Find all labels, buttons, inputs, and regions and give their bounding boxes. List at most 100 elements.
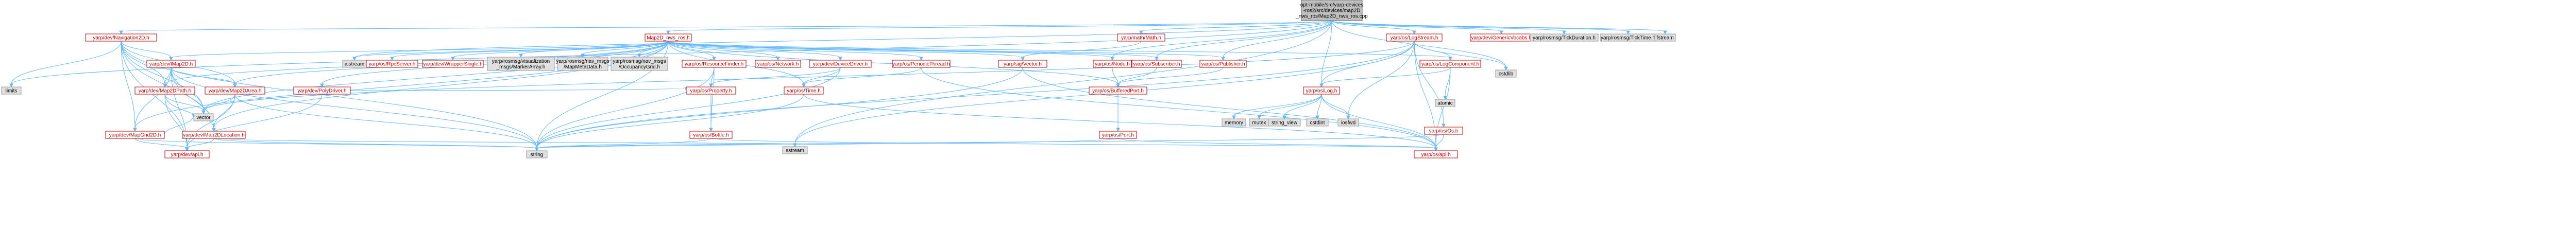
- node-limits: limits: [1, 86, 22, 95]
- node-port[interactable]: yarp/os/Port.h: [1099, 131, 1137, 139]
- node-map2dloc[interactable]: yarp/dev/Map2DLocation.h: [182, 131, 246, 139]
- node-publisher[interactable]: yarp/os/Publisher.h: [1199, 60, 1247, 68]
- node-label: limits: [6, 89, 18, 94]
- node-ostime[interactable]: yarp/os/Time.h: [784, 86, 824, 95]
- node-layer: opt-mobile/src/yarp-devices-ros2/src/dev…: [1, 0, 1676, 158]
- node-fstream: fstream: [1654, 33, 1676, 42]
- node-label: yarp/dev/IMap2D.h: [149, 62, 193, 67]
- node-label: yarp/os/Log.h: [1306, 89, 1337, 94]
- node-label: yarp/dev/api.h: [171, 152, 204, 158]
- node-label: mutex: [1252, 120, 1266, 126]
- edge-ostime-to-string: [535, 94, 804, 152]
- node-map2darea[interactable]: yarp/dev/Map2DArea.h: [205, 86, 265, 95]
- edge-devdriver-to-string: [535, 67, 841, 152]
- node-mapgrid[interactable]: yarp/dev/MapGrid2D.h: [105, 131, 165, 139]
- node-iostream: iostream: [342, 60, 367, 68]
- node-cstdlib: cstdlib: [1495, 69, 1517, 78]
- node-label: memory: [1225, 120, 1243, 126]
- edge-root-to-genvocabs: [1331, 20, 1503, 35]
- edge-map2dnwsros-to-publisher: [668, 41, 1225, 61]
- node-label: yarp/dev/Map2DArea.h: [209, 89, 262, 94]
- node-logcomponent[interactable]: yarp/os/LogComponent.h: [1419, 60, 1481, 68]
- edge-root-to-logstream: [1331, 20, 1416, 35]
- node-label: yarp/os/LogComponent.h: [1421, 62, 1479, 67]
- edge-imap2d-to-map2darea: [171, 67, 237, 88]
- node-stringview: string_view: [1268, 118, 1301, 127]
- node-imap2d[interactable]: yarp/dev/IMap2D.h: [146, 60, 196, 68]
- node-label: yarp/dev/GenericVocabs.h: [1471, 36, 1531, 41]
- node-map2dnwsros[interactable]: Map2D_nws_ros.h: [645, 33, 692, 42]
- edge-polydriver-to-devapi: [185, 94, 323, 152]
- edge-nav2d-to-limits: [9, 41, 122, 88]
- node-label: yarp/os/Bottle.h: [693, 133, 728, 138]
- node-bufferedport[interactable]: yarp/os/BufferedPort.h: [1089, 86, 1147, 95]
- node-periodicthread[interactable]: yarp/os/PeriodicThread.h: [892, 60, 951, 68]
- node-label: fstream: [1656, 36, 1673, 41]
- edge-oslog-to-memory: [1232, 94, 1322, 120]
- node-label: yarp/os/RpcServer.h: [369, 62, 416, 67]
- edge-map2dnwsros-to-vizmarker: [519, 41, 669, 58]
- node-devapi[interactable]: yarp/dev/api.h: [164, 150, 210, 158]
- node-label: yarp/rosmsg/TickDuration.h: [1533, 36, 1596, 41]
- node-property[interactable]: yarp/os/Property.h: [686, 86, 736, 95]
- edge-osos-to-string: [535, 134, 1444, 152]
- node-polydriver[interactable]: yarp/dev/PolyDriver.h: [293, 86, 351, 95]
- edge-root-to-oslog: [1319, 20, 1332, 88]
- edge-logstream-to-cstdlib: [1414, 41, 1508, 71]
- node-osos[interactable]: yarp/os/Os.h: [1424, 127, 1463, 135]
- edge-subscriber-to-bufferedport: [1116, 67, 1157, 88]
- node-rpcserver[interactable]: yarp/os/RpcServer.h: [366, 60, 418, 68]
- edge-map2dnwsros-to-imap2d: [169, 41, 669, 61]
- node-rosmsgvector[interactable]: yarp/math/Math.h: [1117, 33, 1165, 42]
- node-resfinder[interactable]: yarp/os/ResourceFinder.h: [682, 60, 747, 68]
- node-iosfwd: iosfwd: [1337, 118, 1359, 127]
- edge-map2dnwsros-to-rpcserver: [390, 41, 669, 61]
- node-label: yarp/dev/MapGrid2D.h: [109, 133, 161, 138]
- edge-root-to-rosmsgvector: [1139, 20, 1332, 35]
- edge-root-to-fstream: [1331, 20, 1667, 35]
- node-vector: vector: [193, 113, 214, 121]
- edge-map2dnwsros-to-network: [668, 41, 780, 61]
- edge-port-to-string: [535, 138, 1118, 152]
- edge-logcomponent-to-oslog: [1319, 67, 1451, 88]
- edge-root-to-ticktime_dur: [1331, 20, 1566, 35]
- node-nav2d[interactable]: yarp/dev/Navigation2D.h: [85, 33, 157, 42]
- node-label: yarp/os/ResourceFinder.h: [685, 62, 744, 67]
- node-subscriber[interactable]: yarp/os/Subscriber.h: [1131, 60, 1182, 68]
- edge-logstream-to-osos: [1414, 41, 1446, 128]
- node-label: _nws_ros/Map2D_nws_ros.cpp: [1295, 14, 1368, 20]
- node-wrappersingle[interactable]: yarp/dev/WrapperSingle.h: [422, 60, 484, 68]
- node-label: cstdlib: [1499, 72, 1514, 77]
- node-label: Map2D_nws_ros.h: [647, 36, 689, 41]
- edge-map2dnwsros-to-osnode: [668, 41, 1114, 61]
- node-occgrid: yarp/rosmsg/nav_msgs/OccupancyGrid.h: [611, 57, 668, 71]
- node-sigvector[interactable]: yarp/sig/Vector.h: [998, 60, 1047, 68]
- node-memory: memory: [1222, 118, 1246, 127]
- node-network[interactable]: yarp/os/Network.h: [755, 60, 801, 68]
- edge-rosmsgvector-to-sigvector: [1021, 41, 1142, 61]
- node-osapi[interactable]: yarp/os/api.h: [1414, 150, 1458, 158]
- node-label: _msgs/MarkerArray.h: [496, 64, 546, 70]
- node-root[interactable]: opt-mobile/src/yarp-devices-ros2/src/dev…: [1295, 0, 1368, 21]
- node-bottle[interactable]: yarp/os/Bottle.h: [689, 131, 733, 139]
- node-devdriver[interactable]: yarp/dev/DeviceDriver.h: [809, 60, 872, 68]
- node-label: yarp/dev/WrapperSingle.h: [423, 62, 482, 67]
- edge-bufferedport-to-port: [1116, 94, 1120, 132]
- node-label: /OccupancyGrid.h: [619, 64, 660, 70]
- node-genvocabs[interactable]: yarp/dev/GenericVocabs.h: [1470, 33, 1533, 42]
- node-label: yarp/os/LogStream.h: [1391, 36, 1438, 41]
- node-label: /MapMetaData.h: [564, 64, 602, 70]
- node-oslog[interactable]: yarp/os/Log.h: [1303, 86, 1340, 95]
- node-logstream[interactable]: yarp/os/LogStream.h: [1386, 33, 1443, 42]
- node-label: yarp/os/Time.h: [787, 89, 821, 94]
- node-label: iosfwd: [1341, 120, 1355, 126]
- edge-map2dloc-to-devapi: [185, 138, 214, 152]
- node-osnode[interactable]: yarp/os/Node.h: [1093, 60, 1132, 68]
- node-label: yarp/rosmsg/TickTime.h: [1601, 36, 1655, 41]
- edge-root-to-nav2d: [119, 20, 1332, 35]
- edge-mapgrid-to-string: [134, 138, 539, 152]
- node-label: yarp/dev/Map2DPath.h: [139, 89, 191, 94]
- node-mutex: mutex: [1249, 118, 1269, 127]
- node-mapmeta: yarp/rosmsg/nav_msgs/MapMetaData.h: [556, 57, 609, 71]
- node-map2dpath[interactable]: yarp/dev/Map2DPath.h: [134, 86, 195, 95]
